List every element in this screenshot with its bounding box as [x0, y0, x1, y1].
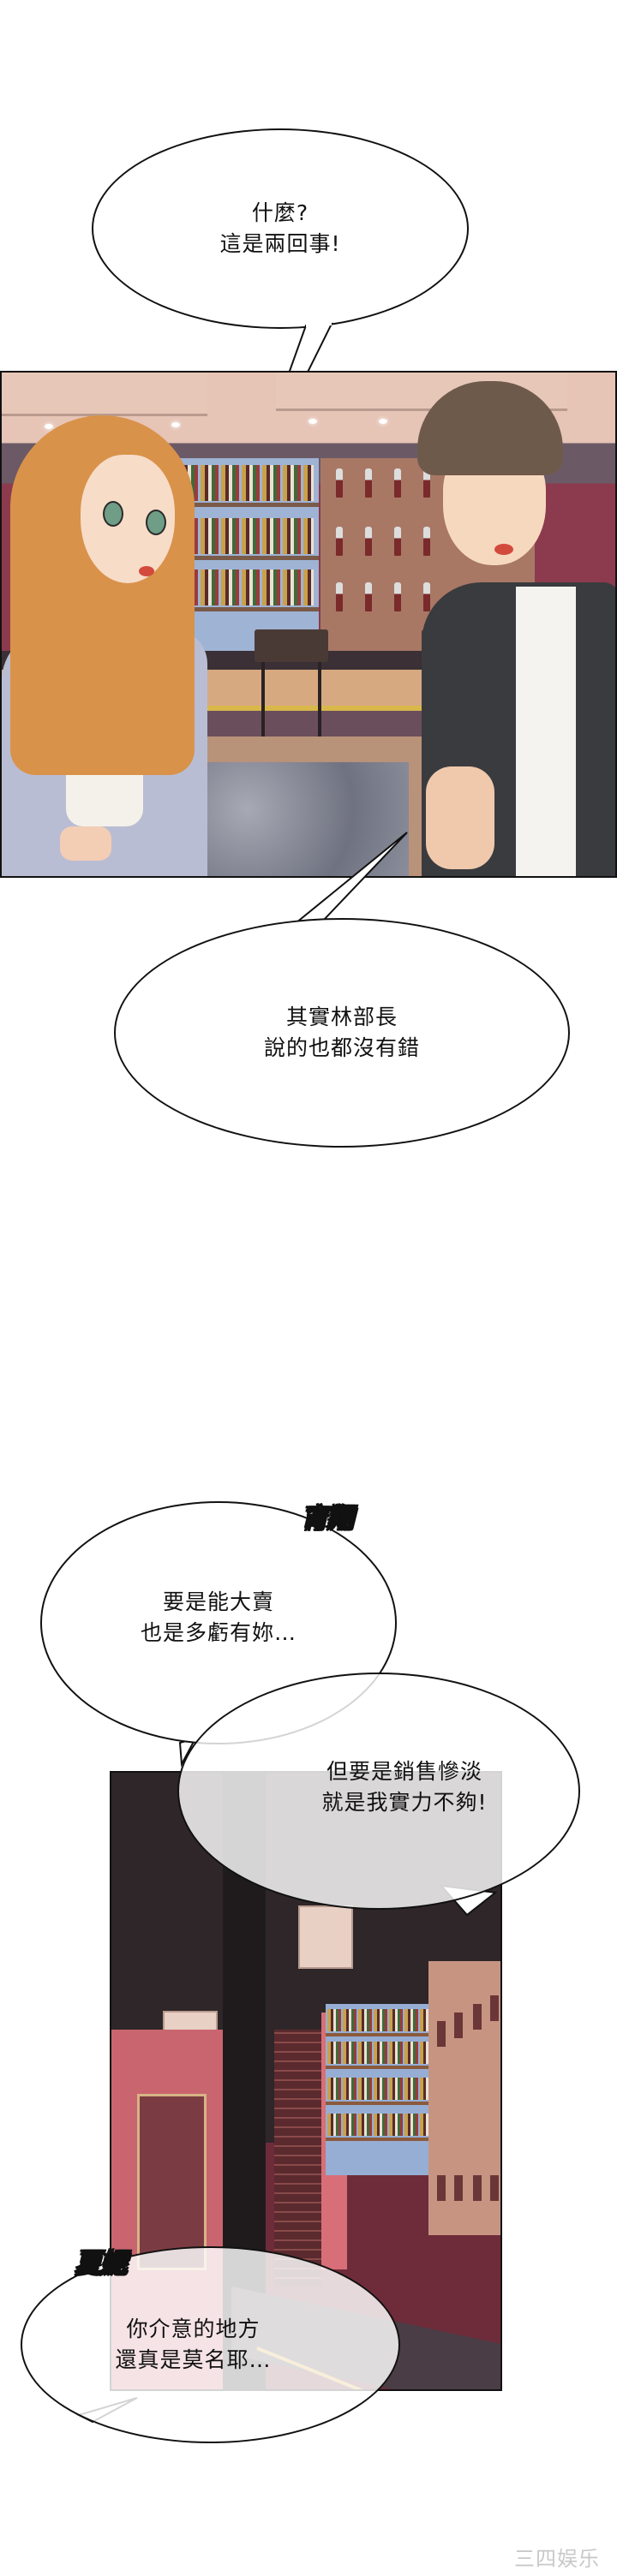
- speech-bubble-5: 你介意的地方 還真是莫名耶…: [21, 2246, 400, 2443]
- marble-tabletop: [177, 762, 409, 876]
- speaker-label-yuxiang: 育翔: [301, 1503, 354, 1535]
- ceiling-light: [308, 419, 317, 424]
- speech-bubble-2: 其實林部長 說的也都沒有錯: [114, 918, 570, 1148]
- woman-eye: [103, 501, 123, 527]
- speech-bubble-5-tail: [76, 2397, 138, 2424]
- watermark: 三四娱乐: [514, 2547, 600, 2571]
- liquor-shelves: [326, 2004, 433, 2175]
- woman-hand: [60, 826, 111, 861]
- man-shirt: [516, 587, 576, 876]
- speech-bubble-4-text: 但要是銷售慘淡 就是我實力不夠!: [321, 1758, 488, 1815]
- wine-cabinet: [428, 1961, 500, 2235]
- woman-eye: [146, 510, 166, 535]
- speech-bubble-1: 什麼? 這是兩回事!: [92, 128, 469, 329]
- speech-bubble-4: 但要是銷售慘淡 就是我實力不夠!: [177, 1673, 580, 1910]
- man-hair: [417, 381, 563, 475]
- panel-1-bar-scene: [0, 371, 617, 878]
- speaker-label-xiani: 夏妮: [75, 2248, 128, 2280]
- ceiling-light: [45, 424, 53, 429]
- door: [137, 2094, 207, 2270]
- man-arm: [426, 766, 494, 869]
- bar-stool: [255, 629, 328, 775]
- man-mouth: [494, 544, 513, 555]
- ceiling-box: [2, 373, 207, 416]
- speech-bubble-5-text: 你介意的地方 還真是莫名耶…: [115, 2317, 272, 2372]
- speech-bubble-1-text: 什麼? 這是兩回事!: [219, 200, 341, 256]
- ceiling-box: [298, 1905, 353, 1969]
- speech-bubble-3-text: 要是能大賣 也是多虧有妳…: [140, 1589, 297, 1645]
- wine-rack: [274, 2030, 321, 2287]
- speech-bubble-2-text: 其實林部長 說的也都沒有錯: [263, 1005, 420, 1060]
- woman-mouth: [139, 566, 154, 576]
- ceiling-light: [171, 422, 180, 427]
- ceiling-light: [379, 419, 387, 424]
